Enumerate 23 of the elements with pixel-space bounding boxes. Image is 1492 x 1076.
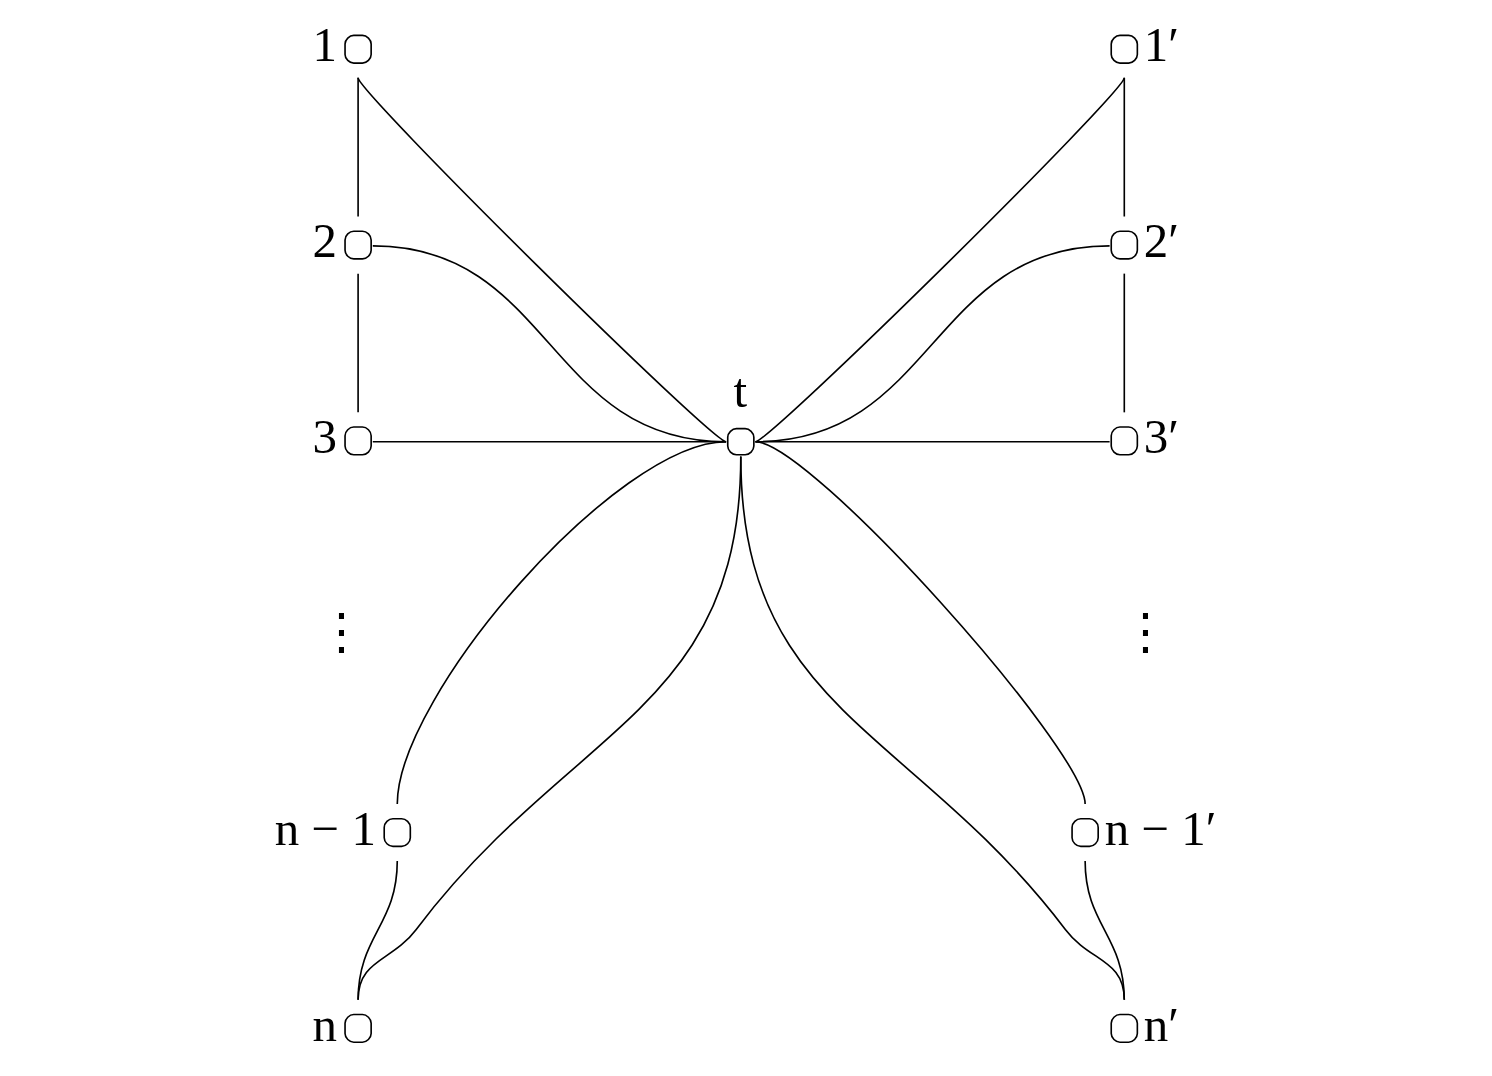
label: ⋮	[316, 604, 366, 660]
node-label: n	[311, 996, 337, 1052]
node-label: 3	[311, 409, 337, 465]
node-label: n − 1′	[1104, 800, 1216, 856]
node-label: 1′	[1143, 17, 1179, 73]
node-label: 2′	[1143, 213, 1179, 269]
connector	[356, 76, 359, 218]
node-label: 3′	[1143, 409, 1179, 465]
connector	[356, 76, 727, 443]
label: ⋮	[1120, 604, 1170, 660]
node-label: t	[732, 363, 747, 419]
connector	[754, 76, 1125, 443]
connector	[356, 272, 359, 414]
connector	[1083, 860, 1125, 1001]
connector	[739, 455, 1125, 1001]
node-label: n − 1	[274, 800, 376, 856]
connector	[754, 440, 1086, 805]
node-label: n′	[1143, 996, 1179, 1052]
connector	[1122, 272, 1125, 414]
connector	[1122, 76, 1125, 218]
connector	[395, 440, 727, 805]
node-label: 2	[311, 213, 337, 269]
node-label: 1	[311, 17, 337, 73]
